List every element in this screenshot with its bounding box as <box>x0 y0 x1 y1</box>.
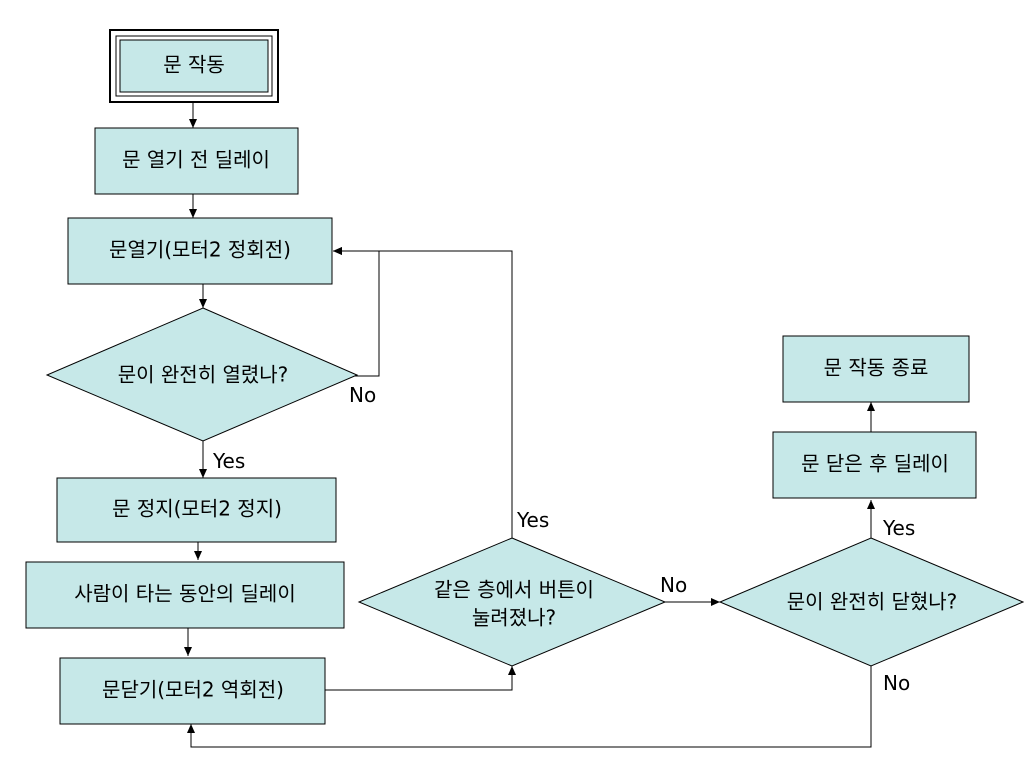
node-button-pressed-question-line2: 눌려졌나? <box>472 606 556 630</box>
node-boarding-delay-label: 사람이 타는 동안의 딜레이 <box>74 582 295 606</box>
edges <box>184 102 875 748</box>
label-button-no: No <box>660 573 687 597</box>
node-open-door: 문열기(모터2 정회전) <box>67 217 333 285</box>
node-delay-after-close-label: 문 닫은 후 딜레이 <box>801 452 949 476</box>
node-start-label: 문 작동 <box>163 53 225 77</box>
label-closed-no: No <box>883 671 910 695</box>
node-stop-door-label: 문 정지(모터2 정지) <box>112 497 282 521</box>
label-button-yes: Yes <box>516 508 549 532</box>
node-delay-before-open: 문 열기 전 딜레이 <box>94 127 299 195</box>
node-close-door: 문닫기(모터2 역회전) <box>59 657 326 725</box>
edge-close-to-button-question <box>325 666 516 691</box>
node-fully-closed-question-label: 문이 완전히 닫혔나? <box>787 590 958 614</box>
node-fully-open-question-label: 문이 완전히 열렸나? <box>118 363 289 387</box>
edge-labels: No Yes Yes No Yes No <box>212 383 915 695</box>
node-end-label: 문 작동 종료 <box>824 356 929 380</box>
node-end: 문 작동 종료 <box>782 335 970 403</box>
node-delay-after-close: 문 닫은 후 딜레이 <box>772 431 977 499</box>
node-stop-door: 문 정지(모터2 정지) <box>56 477 337 543</box>
node-button-pressed-question-line1: 같은 층에서 버튼이 <box>434 578 594 602</box>
edge-button-yes-loop <box>333 247 513 538</box>
node-fully-closed-question: 문이 완전히 닫혔나? <box>718 537 1024 667</box>
edge-open-no-loop <box>333 247 380 377</box>
edge-closed-no-loop <box>187 666 872 748</box>
label-open-no: No <box>349 383 376 407</box>
node-start: 문 작동 <box>109 29 279 103</box>
node-delay-before-open-label: 문 열기 전 딜레이 <box>122 148 270 172</box>
node-button-pressed-question: 같은 층에서 버튼이 눌려졌나? <box>357 537 667 667</box>
node-fully-open-question: 문이 완전히 열렸나? <box>45 307 359 442</box>
node-close-door-label: 문닫기(모터2 역회전) <box>102 678 284 702</box>
node-boarding-delay: 사람이 타는 동안의 딜레이 <box>25 561 345 629</box>
label-open-yes: Yes <box>212 449 245 473</box>
node-open-door-label: 문열기(모터2 정회전) <box>109 238 291 262</box>
label-closed-yes: Yes <box>882 516 915 540</box>
